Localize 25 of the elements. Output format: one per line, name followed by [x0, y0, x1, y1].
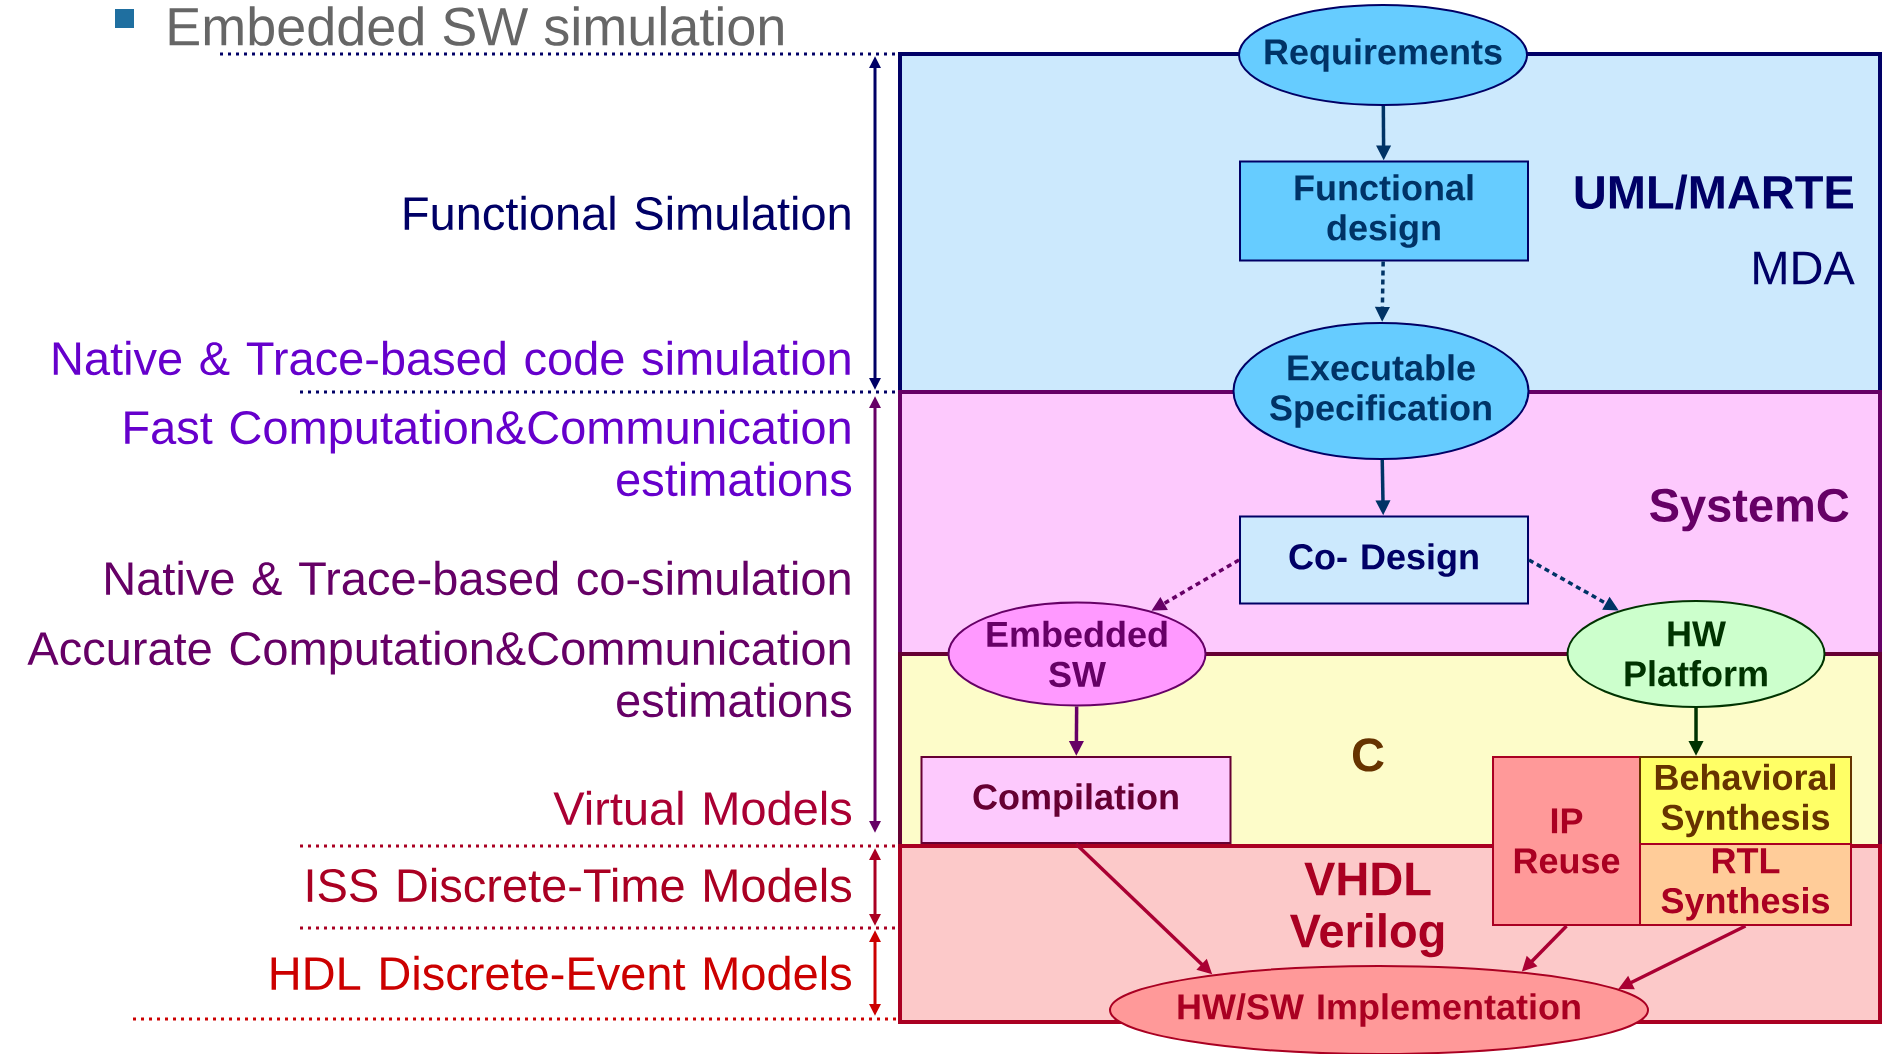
side-label: Functional Simulation [404, 195, 850, 231]
process-box: IP Reuse [1492, 756, 1641, 926]
ellipse-node: HW/SW Implementation [1109, 965, 1649, 1054]
layer-title: VHDL Verilog [1289, 862, 1444, 958]
side-label: Accurate Computation&Communication estimations [27, 630, 852, 718]
side-label: Virtual Models [553, 790, 852, 826]
layer-title: C [1352, 738, 1384, 772]
process-box: Behavioral Synthesis [1639, 756, 1852, 845]
layer-title: SystemC [1650, 488, 1849, 532]
layer-subtitle: MDA [1754, 251, 1855, 285]
process-box: Compilation [920, 756, 1232, 844]
layer-title: UML/MARTE [1575, 174, 1853, 210]
ellipse-node: HW Platform [1566, 600, 1826, 708]
side-label: ISS Discrete-Time Models [307, 867, 852, 903]
side-label: Native & Trace-based co-simulation [106, 560, 850, 596]
process-box: Functional design [1239, 160, 1529, 262]
process-box: RTL Synthesis [1639, 843, 1852, 926]
process-box: Co- Design [1239, 515, 1529, 605]
ellipse-node: Requirements [1238, 4, 1528, 106]
side-label: Native & Trace-based code simulation [53, 340, 850, 376]
side-label: HDL Discrete-Event Models [271, 955, 851, 991]
side-label: Fast Computation&Communication estimations [125, 409, 852, 497]
title: Embedded SW simulation [169, 6, 783, 46]
ellipse-node: Executable Specification [1232, 322, 1530, 460]
ellipse-node: Embedded SW [947, 601, 1207, 707]
